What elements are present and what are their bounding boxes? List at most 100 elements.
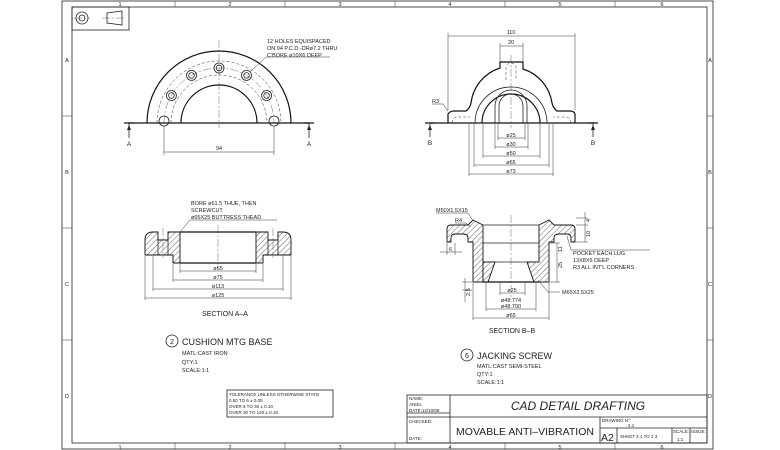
svg-text:TOLERANCE UNLESS OTHERWISE STA: TOLERANCE UNLESS OTHERWISE STATE xyxy=(229,392,319,397)
sheet-size: A2 xyxy=(601,432,614,444)
dim-6: 6 xyxy=(449,247,452,253)
dim-dia-50: ø50 xyxy=(506,151,515,157)
pocket-note: 13X8X5 DEEP xyxy=(573,258,609,264)
part-material: MATL:CAST SEMI-STEEL xyxy=(477,364,542,370)
column-label: 3 xyxy=(338,445,341,450)
bolt-holes xyxy=(158,62,280,127)
column-label: 4 xyxy=(448,445,451,450)
dim-dia-25: ø25 xyxy=(506,133,515,139)
dim-dia-65: ø65 xyxy=(506,160,515,166)
svg-text:0.50 TO 6 ± 0.05: 0.50 TO 6 ± 0.05 xyxy=(229,398,263,403)
dim-dia-65: ø65 xyxy=(213,266,222,272)
base-plan-view: 12 HOLES EQUISPACED ON 94 P.C.D.-DRø7.2 … xyxy=(124,39,337,155)
row-label: A xyxy=(65,58,69,64)
holes-note: C'BORE ø10X6 DEEP xyxy=(267,53,322,59)
dim-r3: R3 xyxy=(432,99,439,105)
svg-text:B: B xyxy=(428,140,432,147)
dim-dia-30: ø30 xyxy=(506,142,515,148)
section-marker-a: A A xyxy=(124,122,314,148)
column-label: 2 xyxy=(228,445,231,450)
dim-dia-48-774: ø48.774 xyxy=(501,298,521,304)
checked-label: CHECKED: xyxy=(409,419,432,424)
name-label: NAME: xyxy=(409,396,423,401)
row-label: A xyxy=(708,58,712,64)
section-b-view: M50X1.5X15 R4 POCKET EACH LUG 13X8X5 DEE… xyxy=(436,208,650,335)
dim-25: 25 xyxy=(558,262,564,268)
svg-text:B: B xyxy=(591,140,595,147)
projection-symbol-icon xyxy=(71,6,130,31)
bore-note: ø65X25 BUTTRESS THEAD xyxy=(191,215,261,221)
part-material: MATL:CAST IRON xyxy=(182,351,228,357)
dim-10: 10 xyxy=(586,231,592,237)
section-a-view: ø65 ø75 ø113 ø125 BORE ø61.5 THUE, THEN … xyxy=(144,201,292,318)
drawing-frame: 1 2 3 4 5 6 1 2 3 4 5 6 A B C D A B C D xyxy=(61,0,714,450)
dim-dia-75: ø75 xyxy=(213,275,222,281)
svg-text:OVER 30 TO 120 ± 0.15: OVER 30 TO 120 ± 0.15 xyxy=(229,410,278,415)
scale-label: SCALE: xyxy=(673,429,689,434)
dim-4: 4 xyxy=(586,219,592,222)
screw-plan-view: 110 20 R3 ø25 ø30 ø50 ø65 ø73 B B xyxy=(425,30,598,176)
column-label: 6 xyxy=(660,2,663,8)
section-marker-b: B B xyxy=(425,122,598,147)
sheet-range: SHEET 2.1 TO 2.3 xyxy=(620,434,658,439)
part-name: JACKING SCREW xyxy=(477,351,553,361)
dim-dia-73: ø73 xyxy=(506,169,515,175)
column-label: 3 xyxy=(338,2,341,8)
holes-note: 12 HOLES EQUISPACED xyxy=(267,39,331,45)
part-number: 6 xyxy=(465,353,469,360)
drawn-date: DATE:12/10/08 xyxy=(409,408,440,413)
thread-bottom-note: M65X2.5X25 xyxy=(562,290,594,296)
dim-dia-113: ø113 xyxy=(212,284,224,290)
dim-dia-25: ø25 xyxy=(507,288,516,294)
dim-dia-48-700: ø48.700 xyxy=(501,304,521,310)
part-scale: SCALE:1:1 xyxy=(477,380,504,386)
part-label-base: 2 CUSHION MTG BASE MATL:CAST IRON QTY:1 … xyxy=(165,334,273,374)
dim-110: 110 xyxy=(507,30,516,36)
row-label: B xyxy=(708,170,712,176)
checked-date: DATE: xyxy=(409,436,422,441)
dim-dia-125: ø125 xyxy=(212,293,225,299)
company-name: CAD DETAIL DRAFTING xyxy=(511,399,645,413)
tolerance-box: TOLERANCE UNLESS OTHERWISE STATE 0.50 TO… xyxy=(226,389,334,418)
thread-top-note: M50X1.5X15 xyxy=(436,208,468,214)
column-label: 2 xyxy=(228,2,231,8)
dim-94: 94 xyxy=(216,146,222,152)
svg-text:A: A xyxy=(127,141,132,148)
holes-note: ON 94 P.C.D.-DRø7.2 THRU xyxy=(267,46,337,52)
column-label: 1 xyxy=(118,2,121,8)
section-a-title: SECTION A–A xyxy=(202,311,248,318)
svg-text:OVER 6 TO 30 ± 0.10: OVER 6 TO 30 ± 0.10 xyxy=(229,404,273,409)
part-label-screw: 6 JACKING SCREW MATL:CAST SEMI-STEEL QTY… xyxy=(460,348,553,386)
part-qty: QTY:1 xyxy=(477,372,493,378)
drawing-number-label: DRAWING N°: xyxy=(602,418,631,423)
row-label: C xyxy=(708,282,712,288)
dim-11: 11 xyxy=(558,246,564,252)
part-scale: SCALE:1:1 xyxy=(182,368,209,374)
column-label: 6 xyxy=(660,445,663,450)
column-label: 5 xyxy=(558,445,561,450)
pocket-note: POCKET EACH LUG xyxy=(573,251,625,257)
row-label: B xyxy=(65,170,69,176)
column-label: 4 xyxy=(448,2,451,8)
title-block: NAME: ARIEL DATE:12/10/08 CHECKED: DATE:… xyxy=(406,394,708,444)
drawing-number: 2.1 xyxy=(628,423,635,428)
dim-r4: R4 xyxy=(455,218,462,224)
bore-note: BORE ø61.5 THUE, THEN xyxy=(191,201,257,207)
column-label: 5 xyxy=(558,2,561,8)
part-name: CUSHION MTG BASE xyxy=(182,337,273,347)
dim-20: 20 xyxy=(508,40,514,46)
column-label: 1 xyxy=(118,445,121,450)
section-b-title: SECTION B–B xyxy=(489,328,536,335)
pocket-note: R3 ALL INT'L CORNERS xyxy=(573,265,634,271)
drafter-name: ARIEL xyxy=(409,402,423,407)
part-number: 2 xyxy=(170,339,174,346)
row-label: C xyxy=(65,282,69,288)
row-label: D xyxy=(65,394,69,400)
row-label: D xyxy=(708,394,712,400)
dim-dia-65: ø65 xyxy=(506,313,515,319)
svg-text:A: A xyxy=(307,141,312,148)
dim-2-5: 2.5 xyxy=(466,288,472,296)
scale-value: 1:1 xyxy=(677,437,684,442)
drawing-title: MOVABLE ANTI–VIBRATION xyxy=(456,426,594,438)
